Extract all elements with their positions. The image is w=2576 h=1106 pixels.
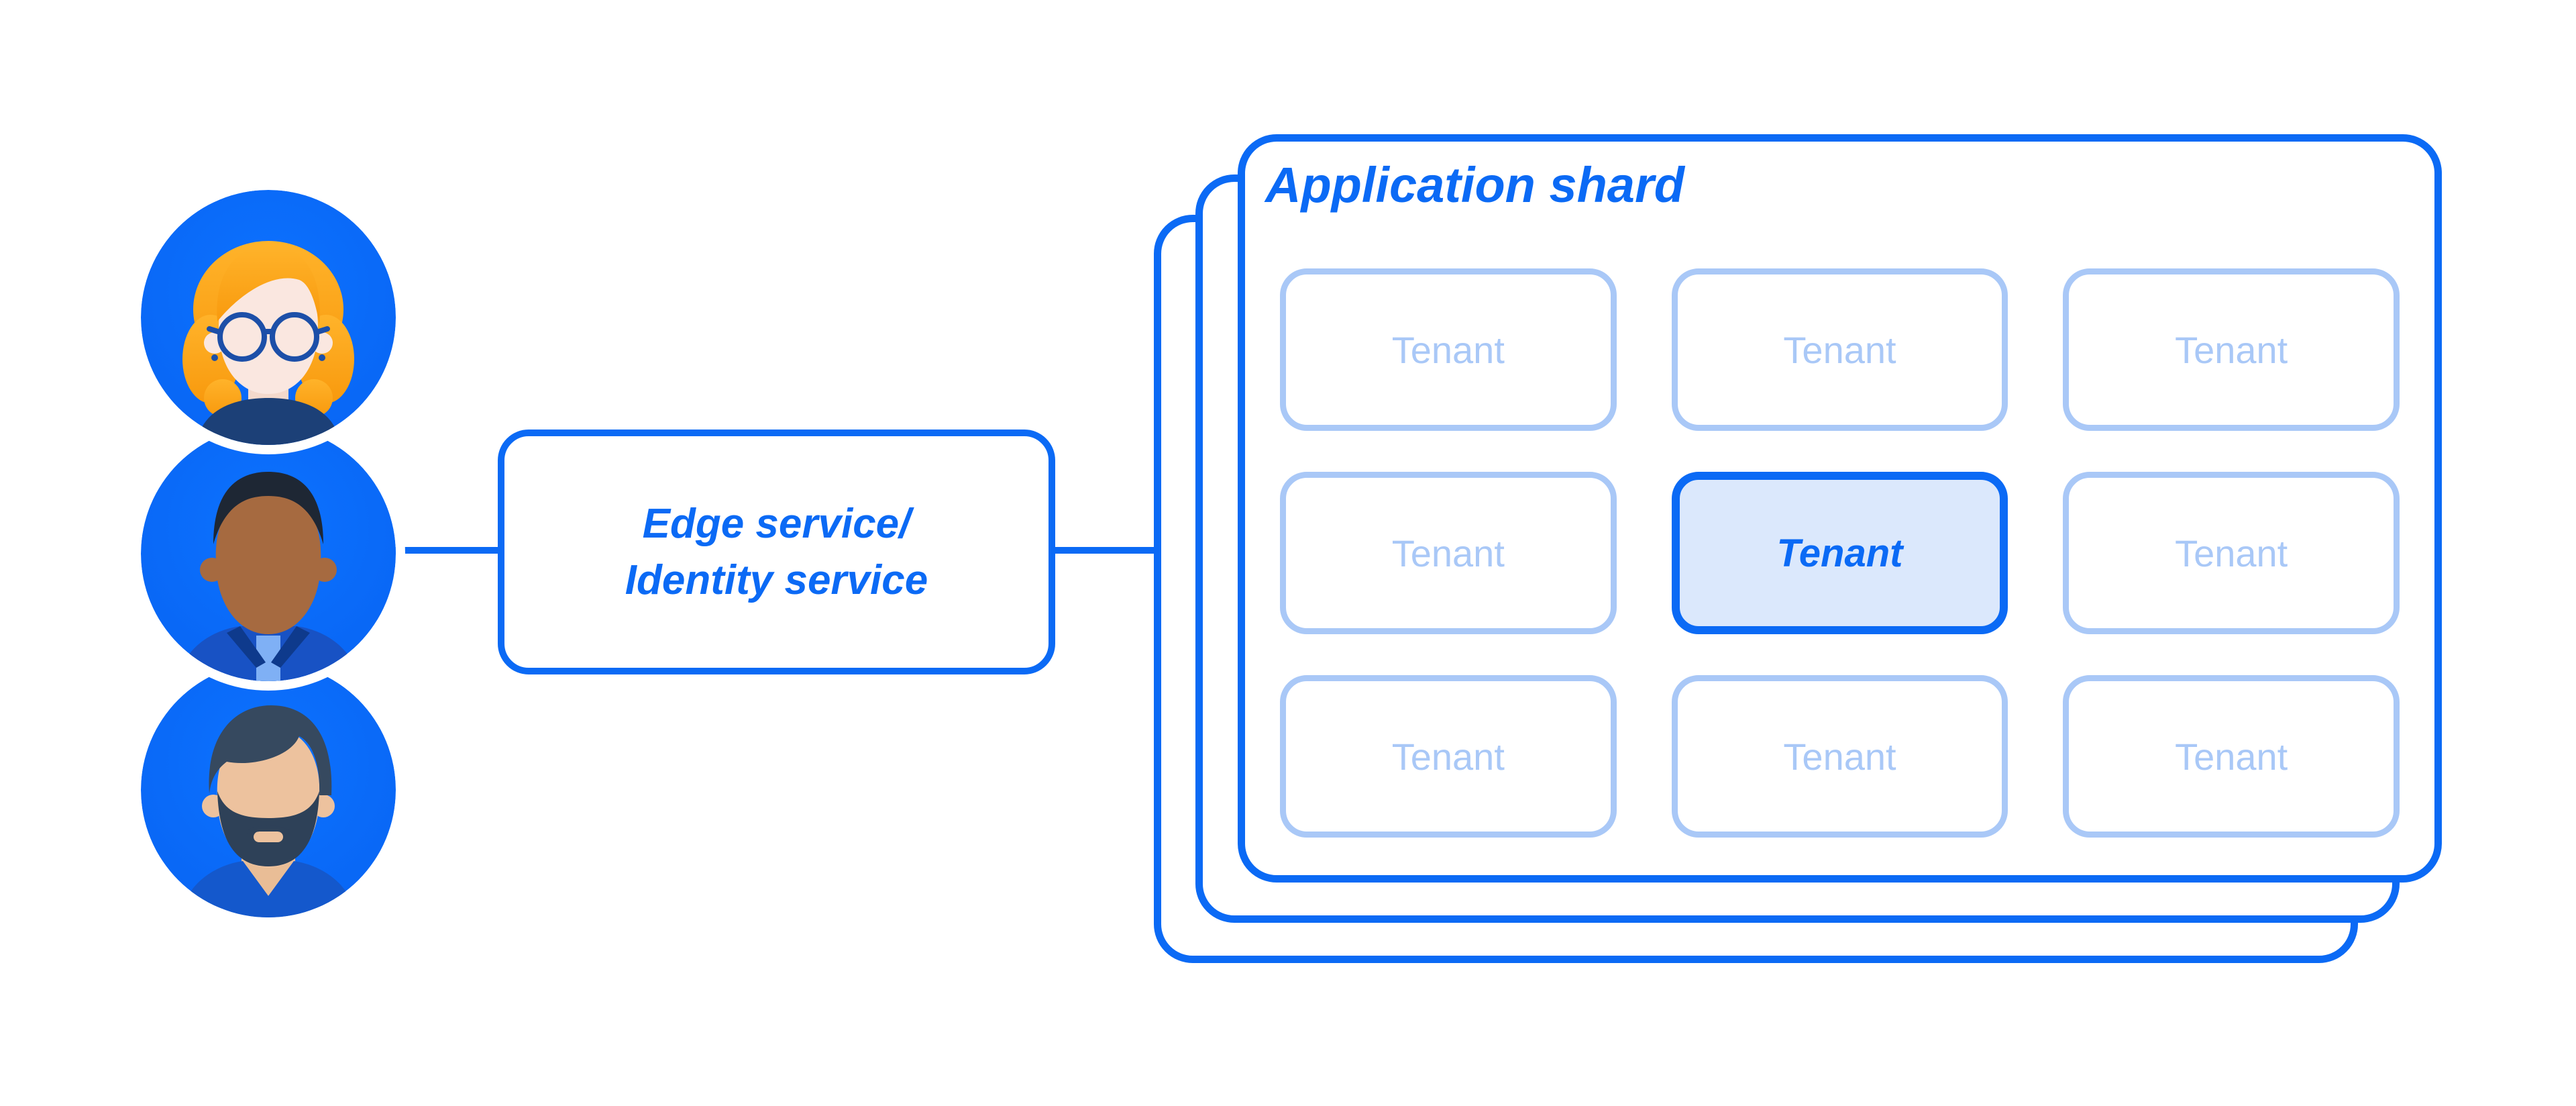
tenant-box: Tenant <box>2063 675 2400 838</box>
edge-identity-service-node: Edge service/ Identity service <box>498 430 1055 674</box>
tenant-box: Tenant <box>1280 472 1617 634</box>
tenant-box-highlighted: Tenant <box>1671 472 2008 634</box>
avatar-man-beard-icon <box>141 662 396 917</box>
tenant-box: Tenant <box>1280 675 1617 838</box>
edge-service-label-line1: Edge service/ <box>642 500 911 547</box>
avatar-woman-glasses-icon <box>141 190 396 445</box>
application-shard-title: Application shard <box>1265 157 1684 213</box>
connector-edge-to-shards <box>1053 547 1158 554</box>
tenant-box: Tenant <box>2063 472 2400 634</box>
connector-users-to-edge <box>391 547 500 554</box>
tenant-box: Tenant <box>1671 675 2008 838</box>
edge-service-label-line2: Identity service <box>625 556 928 603</box>
avatar-man-icon <box>141 426 396 681</box>
tenant-box: Tenant <box>2063 268 2400 431</box>
tenant-box: Tenant <box>1671 268 2008 431</box>
tenant-box: Tenant <box>1280 268 1617 431</box>
